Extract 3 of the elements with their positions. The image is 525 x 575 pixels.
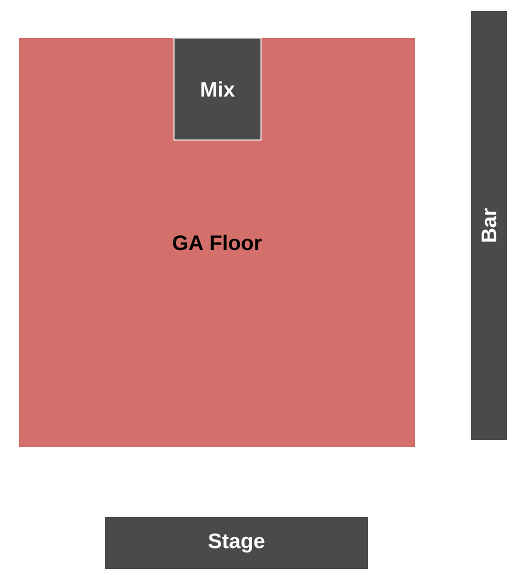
bar-area: Bar xyxy=(471,11,507,440)
mix-booth: Mix xyxy=(174,38,262,140)
stage-area: Stage xyxy=(105,517,368,569)
